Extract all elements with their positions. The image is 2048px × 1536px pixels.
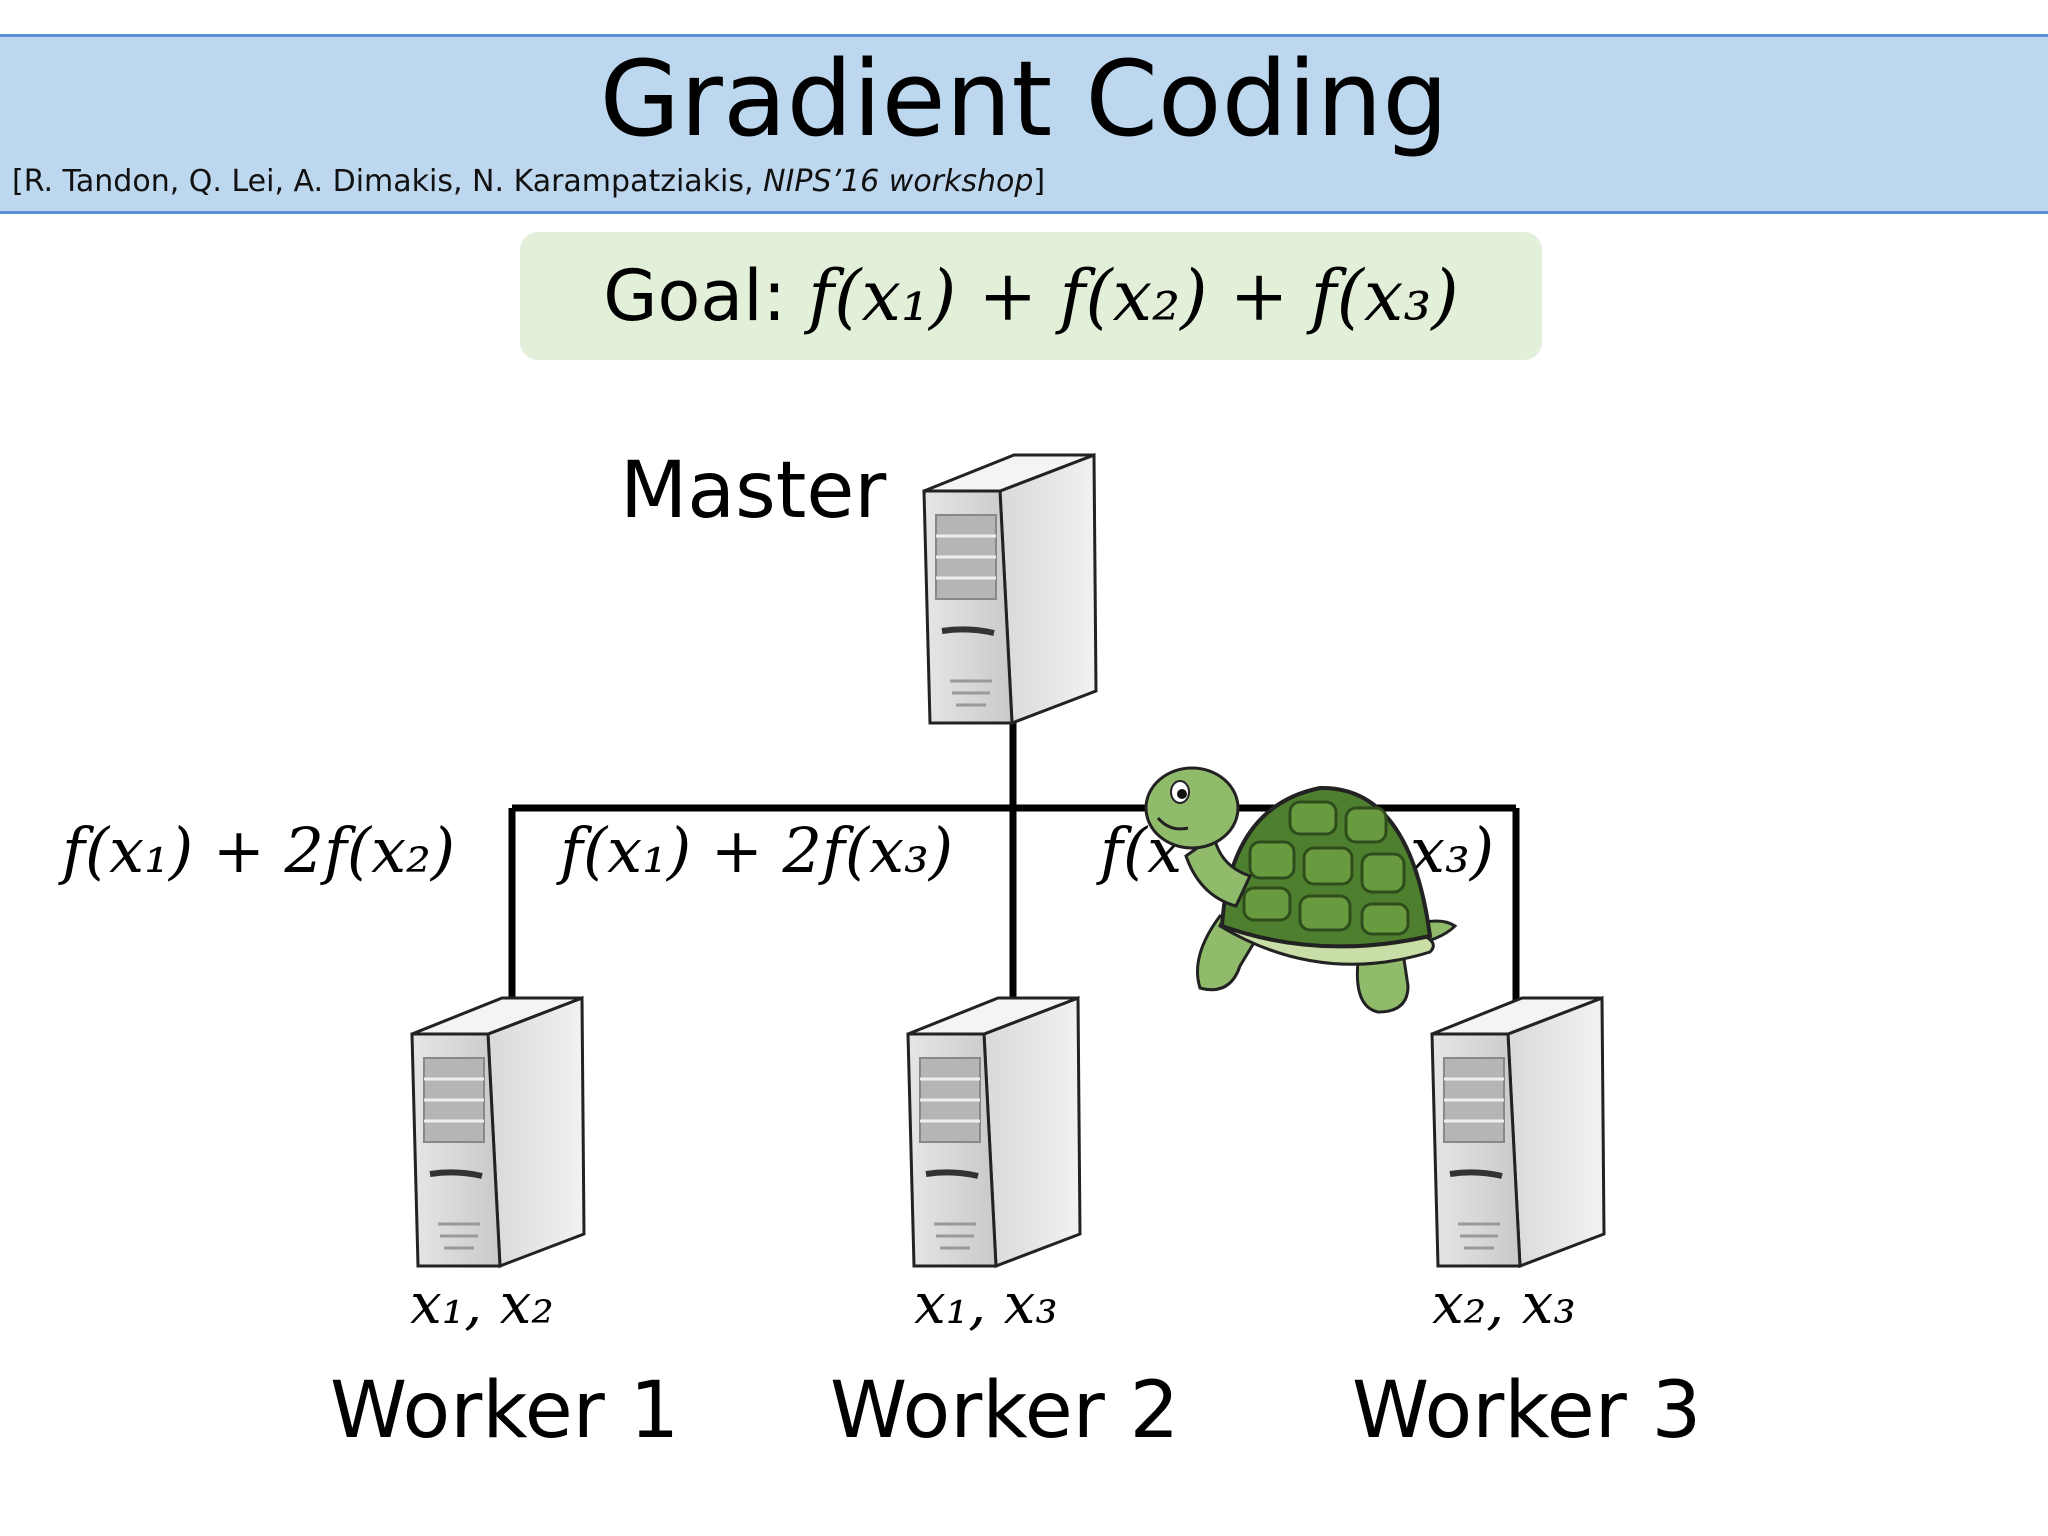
worker-2-label: Worker 2: [830, 1366, 1180, 1456]
master-label: Master: [620, 446, 887, 536]
worker-1-message: f(x₁) + 2f(x₂): [62, 814, 456, 887]
worker-3-label: Worker 3: [1352, 1366, 1702, 1456]
worker-1-data: x₁, x₂: [410, 1272, 554, 1337]
worker-3-data: x₂, x₃: [1432, 1272, 1576, 1337]
goal-formula: f(x₁) + f(x₂) + f(x₃): [808, 255, 1459, 337]
worker-1-label: Worker 1: [330, 1366, 680, 1456]
master-server-icon: [924, 455, 1096, 723]
worker-2-data: x₁, x₃: [914, 1272, 1058, 1337]
worker-2-server-icon: [908, 998, 1080, 1266]
worker-2-message: f(x₁) + 2f(x₃): [560, 814, 954, 887]
goal-label: Goal:: [603, 255, 787, 337]
worker-1-server-icon: [412, 998, 584, 1266]
slide-title: Gradient Coding: [599, 38, 1449, 160]
goal-box: Goal: f(x₁) + f(x₂) + f(x₃): [520, 232, 1542, 360]
citation-close: ]: [1033, 164, 1046, 199]
citation-venue: NIPS’16 workshop: [763, 164, 1034, 199]
worker-3-message-right: x₃): [1410, 814, 1495, 887]
title-bar: [0, 34, 2048, 214]
citation: [R. Tandon, Q. Lei, A. Dimakis, N. Karam…: [12, 164, 1045, 199]
turtle-icon: [1144, 766, 1458, 1014]
citation-authors: [R. Tandon, Q. Lei, A. Dimakis, N. Karam…: [12, 164, 764, 199]
worker-3-server-icon: [1432, 998, 1604, 1266]
